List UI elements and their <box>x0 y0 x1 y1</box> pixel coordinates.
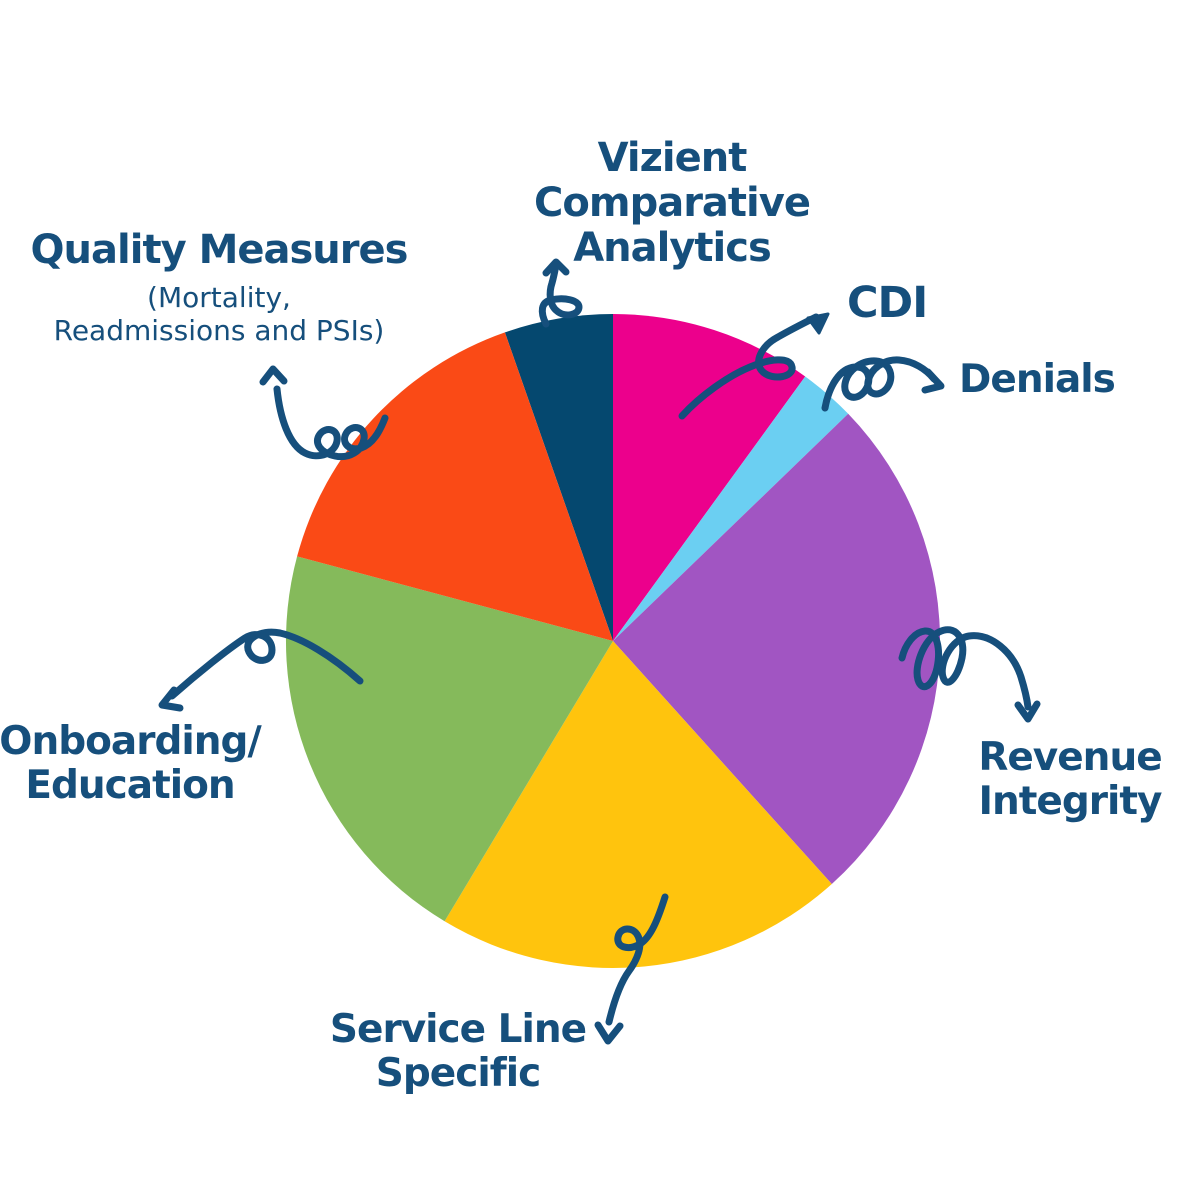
arrow-vizient-curve <box>538 261 583 328</box>
pie-slice-revenue-integrity <box>613 413 941 884</box>
pie-slice-denials <box>613 376 849 641</box>
vizient-line-1: Vizient <box>597 135 748 181</box>
onboarding-line-1: Onboarding/ <box>0 719 262 764</box>
arrow-denials-curve <box>821 356 938 412</box>
onboarding-line-2: Education <box>25 762 235 808</box>
label-denials: Denials <box>959 357 1116 402</box>
pie-slice-cdi <box>613 314 806 641</box>
pie-slices <box>285 314 941 968</box>
vizient-line-2: Comparative <box>534 179 811 226</box>
arrow-revenue-curve <box>898 626 1032 711</box>
label-cdi: CDI <box>847 278 928 328</box>
arrow-denials-head-icon <box>921 368 945 394</box>
pie-slice-onboarding-education <box>285 556 613 922</box>
arrow-denials <box>821 356 945 412</box>
arrow-revenue-integrity <box>898 626 1041 723</box>
arrow-quality-curve <box>273 385 389 461</box>
label-vizient-comparative-analytics: Vizient Comparative Analytics <box>534 135 811 271</box>
arrow-onboarding-curve <box>168 628 364 700</box>
quality-measures-title: Quality Measures <box>30 227 409 273</box>
pie-slice-service-line-specific <box>444 641 832 968</box>
label-service-line-specific: Service Line Specific <box>329 1007 587 1096</box>
arrow-onboarding-education <box>158 628 364 712</box>
arrow-vizient-comparative-analytics <box>538 258 583 328</box>
arrow-cdi-curve <box>678 313 820 420</box>
arrow-vizient-head-icon <box>542 258 570 277</box>
label-quality-measures: Quality Measures (Mortality, Readmission… <box>30 227 409 348</box>
pie-slice-quality-measures <box>297 332 613 641</box>
arrow-cdi-head-icon <box>806 312 830 335</box>
quality-measures-subtitle-line-1: (Mortality, <box>147 280 291 314</box>
arrow-cdi <box>678 312 830 420</box>
pie-slice-vizient-comparative-analytics <box>504 314 613 641</box>
service-line-1: Service Line <box>329 1007 587 1052</box>
revenue-line-2: Integrity <box>978 778 1163 824</box>
service-line-2: Specific <box>375 1050 541 1096</box>
arrow-service-head-icon <box>594 1021 624 1045</box>
quality-measures-subtitle-line-2: Readmissions and PSIs) <box>53 314 385 348</box>
label-onboarding-education: Onboarding/ Education <box>0 719 262 808</box>
arrow-quality-measures <box>259 365 389 461</box>
arrow-service-line-specific <box>594 893 669 1045</box>
vizient-line-3: Analytics <box>573 224 772 271</box>
arrow-revenue-head-icon <box>1014 700 1041 723</box>
label-revenue-integrity: Revenue Integrity <box>978 735 1163 824</box>
revenue-line-1: Revenue <box>978 735 1162 780</box>
arrow-service-curve <box>605 893 669 1026</box>
arrow-onboarding-head-icon <box>158 686 184 712</box>
arrow-quality-head-icon <box>259 365 288 386</box>
